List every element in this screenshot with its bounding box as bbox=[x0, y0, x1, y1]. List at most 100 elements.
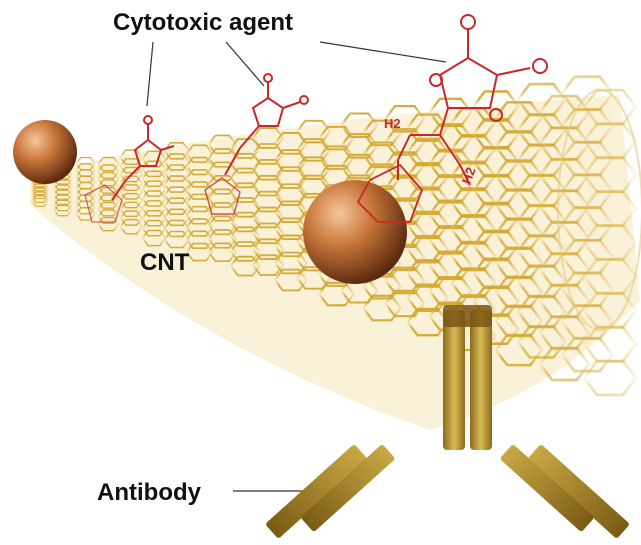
lattice-cell bbox=[207, 161, 238, 182]
lattice-cell bbox=[185, 181, 214, 200]
lattice-cell bbox=[97, 164, 120, 179]
lattice-cell bbox=[383, 174, 426, 202]
lattice-cell bbox=[185, 230, 214, 250]
lattice-cell bbox=[383, 151, 426, 179]
lattice-cell bbox=[163, 142, 191, 160]
lattice-cell bbox=[405, 162, 450, 191]
lattice-cell bbox=[494, 333, 544, 367]
lattice-cell bbox=[53, 183, 73, 197]
lattice-cell bbox=[163, 186, 191, 204]
lattice-cell bbox=[405, 307, 450, 337]
lattice-cell bbox=[207, 175, 238, 195]
tube-rim bbox=[557, 89, 641, 331]
lattice-cell bbox=[97, 171, 120, 187]
lattice-cell bbox=[207, 188, 238, 209]
lattice-cell bbox=[119, 184, 144, 200]
lattice-cell bbox=[97, 216, 120, 232]
lattice-cell bbox=[383, 289, 426, 318]
lattice-cell bbox=[53, 178, 73, 191]
drug-molecule-icon bbox=[84, 14, 548, 223]
lattice-cell bbox=[163, 219, 191, 238]
lattice-cell bbox=[141, 200, 167, 217]
lattice-cell bbox=[97, 209, 120, 224]
lattice-cell bbox=[163, 164, 191, 182]
antibody-icon bbox=[266, 305, 629, 538]
lattice-cell bbox=[405, 113, 450, 143]
lattice-cell bbox=[317, 145, 356, 170]
lattice-cell bbox=[207, 215, 238, 236]
lattice-cell bbox=[97, 156, 120, 172]
lattice-cell bbox=[119, 218, 144, 235]
lattice-cell bbox=[119, 158, 144, 174]
lattice-cell bbox=[383, 266, 426, 295]
lattice-cell bbox=[141, 219, 167, 237]
lattice-cell bbox=[207, 134, 238, 155]
lattice-cell bbox=[53, 188, 73, 202]
lattice-cell bbox=[538, 346, 591, 382]
lattice-cell bbox=[405, 283, 450, 313]
lattice-cell bbox=[361, 119, 403, 147]
lattice-cell bbox=[31, 195, 49, 207]
lattice-cell bbox=[405, 210, 450, 240]
label-cnt: CNT bbox=[140, 249, 190, 276]
lattice-cell bbox=[229, 255, 261, 277]
lattice-cell bbox=[383, 128, 426, 156]
lattice-cell bbox=[273, 251, 308, 275]
lattice-cell bbox=[339, 153, 379, 180]
lattice-cell bbox=[229, 167, 261, 189]
label-antibody: Antibody bbox=[97, 479, 202, 506]
lattice-cell bbox=[119, 166, 144, 183]
lattice-cell bbox=[141, 229, 167, 247]
lattice-cell bbox=[405, 186, 450, 215]
lattice-cell bbox=[383, 104, 426, 133]
chem-label-h2-rotated: H2 bbox=[459, 165, 479, 186]
nanoparticle-sphere-icon bbox=[13, 120, 77, 184]
lattice-cell bbox=[185, 218, 214, 237]
lattice-cell bbox=[516, 325, 568, 359]
lattice-cell bbox=[31, 191, 49, 203]
lattice-cell bbox=[141, 170, 167, 188]
lattice-cell bbox=[163, 153, 191, 171]
lattice-cell bbox=[97, 194, 120, 209]
lattice-cell bbox=[119, 192, 144, 209]
lattice-cell bbox=[163, 197, 191, 215]
lattice-cell bbox=[207, 229, 238, 249]
lattice-cell bbox=[97, 186, 120, 202]
lattice-cell bbox=[251, 127, 285, 149]
lattice-cell bbox=[53, 203, 73, 217]
lattice-cell bbox=[31, 187, 49, 200]
lattice-cell bbox=[141, 190, 167, 207]
lattice-cell bbox=[361, 141, 403, 169]
nanoparticle-sphere-icon bbox=[303, 180, 407, 284]
lattice-cell bbox=[405, 234, 450, 264]
lattice-cell bbox=[582, 359, 638, 397]
lattice-cell bbox=[185, 242, 214, 262]
lattice-cell bbox=[119, 210, 144, 226]
lattice-cell bbox=[141, 180, 167, 197]
lattice-cell bbox=[361, 163, 403, 190]
lattice-cell bbox=[119, 201, 144, 218]
lattice-cell bbox=[251, 238, 285, 261]
lattice-cell bbox=[119, 175, 144, 192]
lattice-cell bbox=[119, 149, 144, 166]
lattice-cell bbox=[229, 241, 261, 262]
lattice-cell bbox=[53, 193, 73, 207]
lattice-cell bbox=[295, 156, 332, 180]
lattice-cell bbox=[560, 336, 615, 373]
lattice-cell bbox=[251, 222, 285, 245]
lattice-cell bbox=[163, 175, 191, 193]
lattice-cell bbox=[163, 230, 191, 249]
lattice-cell bbox=[251, 254, 285, 276]
lattice-cell bbox=[207, 242, 238, 263]
lattice-cell bbox=[339, 112, 379, 138]
chem-label-h2: H2 bbox=[384, 116, 401, 131]
lattice-cell bbox=[75, 207, 96, 221]
lattice-cell bbox=[53, 198, 73, 212]
lattice-cell bbox=[229, 211, 261, 233]
lattice-cell bbox=[185, 156, 214, 176]
lattice-cell bbox=[405, 259, 450, 288]
lattice-cell bbox=[97, 201, 120, 217]
lattice-cell bbox=[185, 205, 214, 225]
